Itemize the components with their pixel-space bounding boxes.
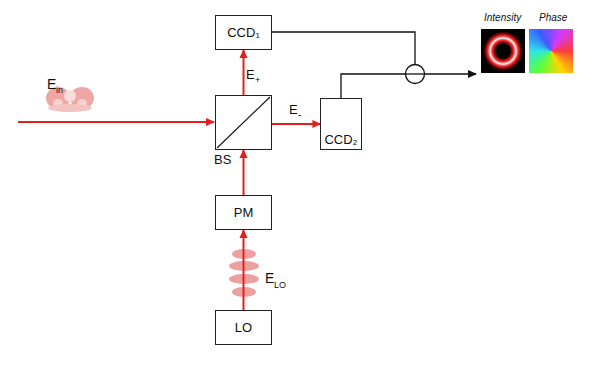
ccd2-wire — [341, 74, 405, 98]
field-label: E — [47, 77, 56, 91]
output-arrow — [425, 73, 476, 74]
subtractor-minus — [406, 73, 424, 74]
field-label: E — [246, 68, 255, 81]
field-label: in — [56, 86, 63, 95]
component-box: PM — [215, 195, 272, 230]
component-box: LO — [215, 310, 272, 345]
node-label: CCD₂ — [324, 132, 357, 147]
beam-arrow — [272, 123, 320, 125]
node-label: LO — [235, 320, 252, 335]
beam-arrow — [243, 230, 245, 310]
intensity-image — [481, 29, 525, 73]
beam-splitter-diagonal — [215, 95, 272, 150]
component-box: CCD₁ — [215, 15, 272, 50]
node-label: BS — [214, 152, 231, 167]
input-beam — [18, 121, 214, 123]
node-label: PM — [234, 205, 254, 220]
beam-splitter-box: BS — [215, 95, 272, 150]
component-box: CCD₂ — [320, 98, 361, 150]
node-label: CCD₁ — [227, 25, 260, 40]
ccd1-wire — [272, 32, 415, 64]
field-label: E — [289, 103, 298, 116]
beam-arrow — [243, 50, 245, 95]
subtractor-symbol — [406, 65, 425, 84]
beam-arrow — [243, 150, 245, 195]
field-label: - — [298, 110, 301, 120]
phase-image — [529, 29, 573, 73]
field-label: + — [255, 76, 260, 85]
field-label: LO — [274, 281, 286, 290]
field-label: E — [265, 271, 274, 285]
panel-title: Intensity — [484, 13, 521, 23]
panel-title: Phase — [539, 13, 567, 23]
